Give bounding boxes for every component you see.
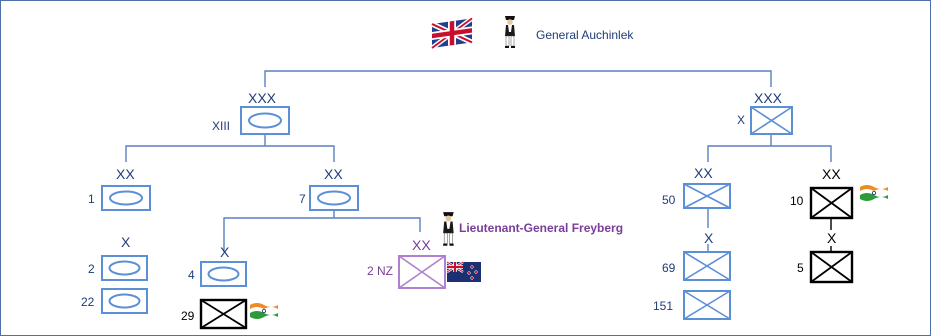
armour-oval-icon bbox=[108, 260, 141, 276]
unit-29-label: 29 bbox=[181, 309, 195, 323]
echelon-xx-2nz: XX bbox=[412, 237, 431, 253]
uk-flag-icon bbox=[432, 18, 472, 48]
echelon-xx-d50: XX bbox=[694, 165, 713, 181]
echelon-x-b4: X bbox=[220, 244, 230, 260]
unit-10-label: 10 bbox=[790, 194, 804, 208]
echelon-x-b5: X bbox=[827, 230, 837, 246]
commander-nz-label: Lieutenant-General Freyberg bbox=[459, 221, 623, 235]
echelon-xx-d7: XX bbox=[324, 166, 343, 182]
infantry-cross-icon bbox=[810, 187, 853, 219]
unit-151-label: 151 bbox=[653, 299, 673, 313]
echelon-xx-d10: XX bbox=[822, 166, 841, 182]
unit-x-corps-label: X bbox=[737, 113, 745, 127]
unit-2-label: 2 bbox=[88, 262, 95, 276]
india-flag-icon bbox=[859, 184, 889, 202]
unit-69-label: 69 bbox=[662, 261, 676, 275]
officer-figure-icon bbox=[442, 211, 455, 247]
infantry-cross-icon bbox=[683, 183, 731, 209]
commander-top-label: General Auchinlek bbox=[536, 28, 634, 42]
unit-4-label: 4 bbox=[188, 268, 195, 282]
unit-7-label: 7 bbox=[299, 192, 306, 206]
infantry-cross-icon bbox=[398, 255, 446, 289]
echelon-xx-d1: XX bbox=[116, 166, 135, 182]
officer-figure-icon bbox=[504, 15, 516, 49]
armour-oval-icon bbox=[207, 266, 240, 282]
echelon-x-b69: X bbox=[704, 230, 714, 246]
new-zealand-flag-icon bbox=[445, 260, 483, 284]
unit-22-label: 22 bbox=[81, 295, 95, 309]
unit-5-label: 5 bbox=[797, 261, 804, 275]
unit-1-label: 1 bbox=[88, 192, 95, 206]
unit-xiii-label: XIII bbox=[212, 119, 230, 133]
echelon-x-b2: X bbox=[121, 234, 131, 250]
armour-oval-icon bbox=[109, 190, 143, 206]
echelon-xxx-left: XXX bbox=[248, 90, 277, 106]
infantry-cross-icon bbox=[683, 290, 731, 320]
infantry-cross-icon bbox=[810, 251, 853, 283]
infantry-cross-icon bbox=[683, 251, 731, 281]
echelon-xxx-right: XXX bbox=[754, 90, 783, 106]
armour-oval-icon bbox=[317, 190, 351, 206]
unit-2nz-label: 2 NZ bbox=[367, 264, 393, 278]
infantry-cross-icon bbox=[750, 106, 793, 135]
armour-oval-icon bbox=[108, 293, 141, 309]
hierarchy-lines bbox=[125, 70, 832, 252]
infantry-cross-icon bbox=[200, 299, 247, 329]
armour-oval-icon bbox=[248, 112, 282, 129]
unit-50-label: 50 bbox=[662, 193, 676, 207]
india-flag-icon bbox=[249, 302, 279, 320]
